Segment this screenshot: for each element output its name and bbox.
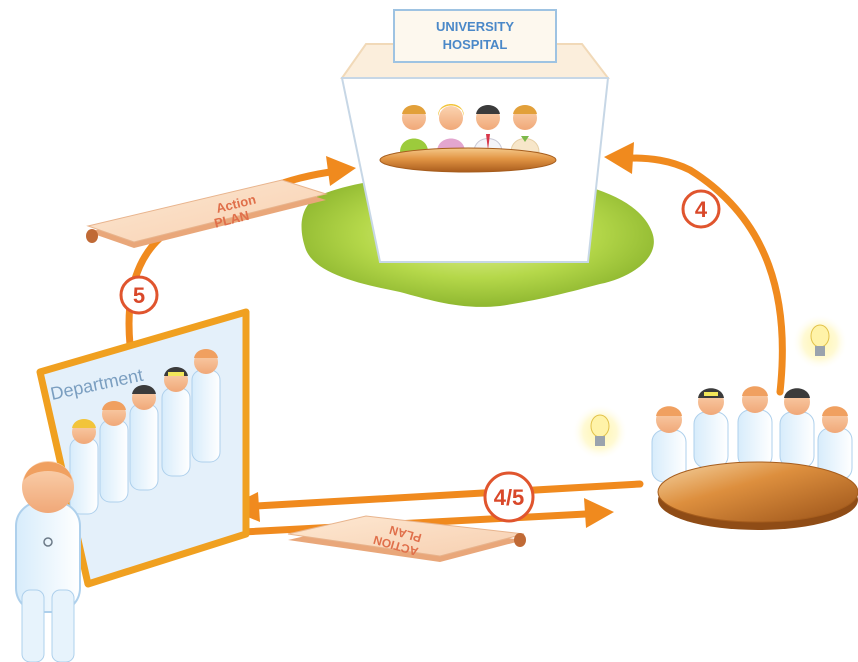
action-plan-book-bottom: ACTION PLAN — [287, 515, 526, 562]
arrow-4-5-left — [252, 480, 644, 510]
team-member — [817, 406, 853, 481]
team-member — [693, 388, 729, 469]
staff-member — [99, 401, 129, 503]
hospital-sign-line1: UNIVERSITY — [436, 19, 514, 34]
arrow-step4-head — [604, 142, 634, 174]
lightbulb-icon — [792, 314, 848, 370]
staff-member — [129, 385, 159, 491]
staff-member — [161, 367, 191, 477]
team-member — [737, 386, 773, 469]
arrow-4-5-right-head — [584, 498, 614, 528]
arrow-to-hospital-head — [326, 156, 356, 186]
step-badge-4-label: 4 — [695, 197, 708, 222]
foreground-doctor — [15, 461, 81, 662]
action-plan-book-top: Action PLAN — [86, 179, 328, 248]
staff-member — [69, 419, 99, 515]
step-badge-5-label: 5 — [133, 283, 145, 308]
arrow-step4 — [626, 154, 786, 396]
department-board: Department — [36, 308, 250, 588]
lightbulb-icon — [572, 404, 628, 460]
board-member — [400, 105, 428, 152]
team-member — [779, 388, 815, 469]
step-badge-4-5-label: 4/5 — [494, 485, 525, 510]
step-badge-5: 5 — [119, 275, 159, 315]
board-member — [510, 105, 540, 153]
university-hospital: UNIVERSITY HOSPITAL — [340, 9, 611, 263]
team-meeting-table — [657, 461, 858, 523]
department-staff — [69, 349, 221, 515]
team-meeting — [651, 386, 858, 530]
team-members — [651, 386, 853, 483]
hospital-sign-board — [393, 9, 557, 63]
hospital-meeting-table — [379, 147, 557, 173]
step-badge-4: 4 — [681, 189, 721, 229]
step-badge-4-5: 4/5 — [483, 471, 535, 523]
staff-member — [191, 349, 221, 463]
hospital-sign-line2: HOSPITAL — [443, 37, 508, 52]
team-member — [651, 406, 687, 483]
